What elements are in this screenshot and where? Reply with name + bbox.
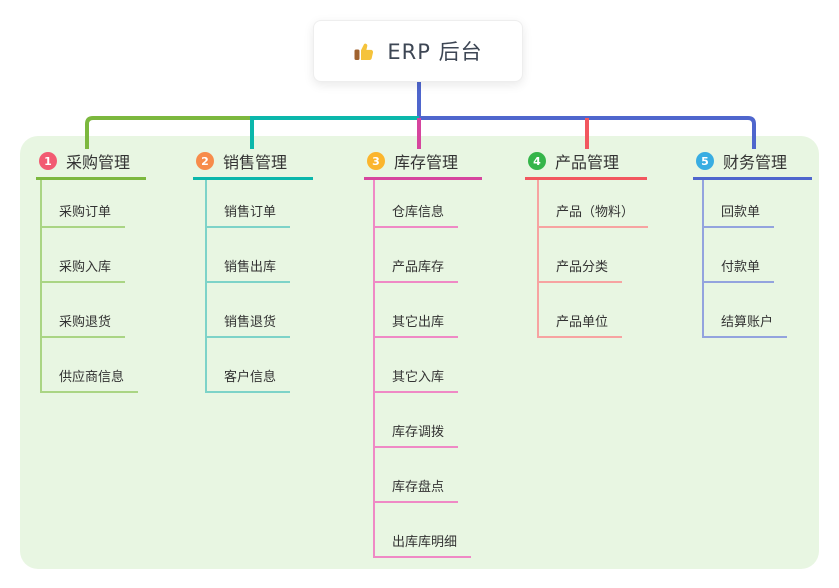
child-node-label: 产品单位	[556, 315, 609, 330]
child-node[interactable]: 供应商信息	[42, 338, 139, 393]
branch-number-badge: 1	[39, 152, 57, 170]
child-node-label: 产品分类	[556, 260, 609, 275]
branch-column: 2 销售管理 销售订单销售出库销售退货客户信息	[193, 145, 313, 393]
branch-node[interactable]: 1 采购管理	[36, 145, 146, 180]
branch-column: 4 产品管理 产品（物料） 产品分类产品单位	[525, 145, 649, 338]
child-node-label: 库存调拨	[392, 425, 445, 440]
branches-background-panel	[20, 136, 819, 569]
child-node-label: 供应商信息	[59, 370, 125, 385]
child-node[interactable]: 其它出库	[375, 283, 459, 338]
child-node[interactable]: 产品分类	[539, 228, 623, 283]
thumbs-up-icon	[354, 43, 374, 60]
branch-node[interactable]: 4 产品管理	[525, 145, 647, 180]
child-node-label: 产品库存	[392, 260, 445, 275]
child-node[interactable]: 采购退货	[42, 283, 126, 338]
child-node[interactable]: 销售订单	[207, 180, 291, 228]
child-node[interactable]: 结算账户	[704, 283, 788, 338]
child-node-label: 采购订单	[59, 205, 112, 220]
child-node[interactable]: 库存调拨	[375, 393, 459, 448]
child-node[interactable]: 客户信息	[207, 338, 291, 393]
child-node-label: 库存盘点	[392, 480, 445, 495]
branch-column: 1 采购管理 采购订单采购入库采购退货供应商信息	[36, 145, 146, 393]
child-node[interactable]: 产品单位	[539, 283, 623, 338]
branch-label: 采购管理	[66, 153, 131, 172]
branch-children: 回款单付款单结算账户	[702, 180, 788, 338]
child-node[interactable]: 其它入库	[375, 338, 459, 393]
child-node-label: 结算账户	[721, 315, 774, 330]
child-node-label: 仓库信息	[392, 205, 445, 220]
branch-label: 财务管理	[723, 153, 788, 172]
child-node-label: 客户信息	[224, 370, 277, 385]
branch-label: 产品管理	[555, 153, 620, 172]
child-node-label: 其它出库	[392, 315, 445, 330]
child-node[interactable]: 产品库存	[375, 228, 459, 283]
branch-label: 库存管理	[394, 153, 459, 172]
child-node[interactable]: 库存盘点	[375, 448, 459, 503]
branch-children: 产品（物料） 产品分类产品单位	[537, 180, 649, 338]
branch-node[interactable]: 3 库存管理	[364, 145, 482, 180]
branch-column: 5 财务管理 回款单付款单结算账户	[693, 145, 812, 338]
branch-label: 销售管理	[223, 153, 288, 172]
child-node[interactable]: 销售出库	[207, 228, 291, 283]
child-node[interactable]: 采购入库	[42, 228, 126, 283]
child-node-label: 付款单	[721, 260, 761, 275]
child-node-label: 采购退货	[59, 315, 112, 330]
child-node[interactable]: 销售退货	[207, 283, 291, 338]
child-node[interactable]: 回款单	[704, 180, 775, 228]
child-node[interactable]: 仓库信息	[375, 180, 459, 228]
branch-node[interactable]: 5 财务管理	[693, 145, 812, 180]
root-node-label: ERP 后台	[387, 40, 483, 64]
branch-number-badge: 2	[196, 152, 214, 170]
child-node-label: 销售退货	[224, 315, 277, 330]
child-node[interactable]: 产品（物料）	[539, 180, 649, 228]
branch-number-badge: 3	[367, 152, 385, 170]
child-node[interactable]: 付款单	[704, 228, 775, 283]
branch-children: 销售订单销售出库销售退货客户信息	[205, 180, 291, 393]
child-node[interactable]: 采购订单	[42, 180, 126, 228]
child-node-label: 采购入库	[59, 260, 112, 275]
child-node-label: 销售出库	[224, 260, 277, 275]
child-node[interactable]: 出库库明细	[375, 503, 472, 558]
child-node-label: 回款单	[721, 205, 761, 220]
branch-column: 3 库存管理 仓库信息产品库存其它出库其它入库库存调拨库存盘点出库库明细	[364, 145, 482, 558]
branch-children: 仓库信息产品库存其它出库其它入库库存调拨库存盘点出库库明细	[373, 180, 472, 558]
child-node-label: 产品（物料）	[556, 205, 635, 220]
branch-number-badge: 4	[528, 152, 546, 170]
child-node-label: 其它入库	[392, 370, 445, 385]
branch-children: 采购订单采购入库采购退货供应商信息	[40, 180, 139, 393]
branch-node[interactable]: 2 销售管理	[193, 145, 313, 180]
child-node-label: 出库库明细	[392, 535, 458, 550]
branch-number-badge: 5	[696, 152, 714, 170]
child-node-label: 销售订单	[224, 205, 277, 220]
